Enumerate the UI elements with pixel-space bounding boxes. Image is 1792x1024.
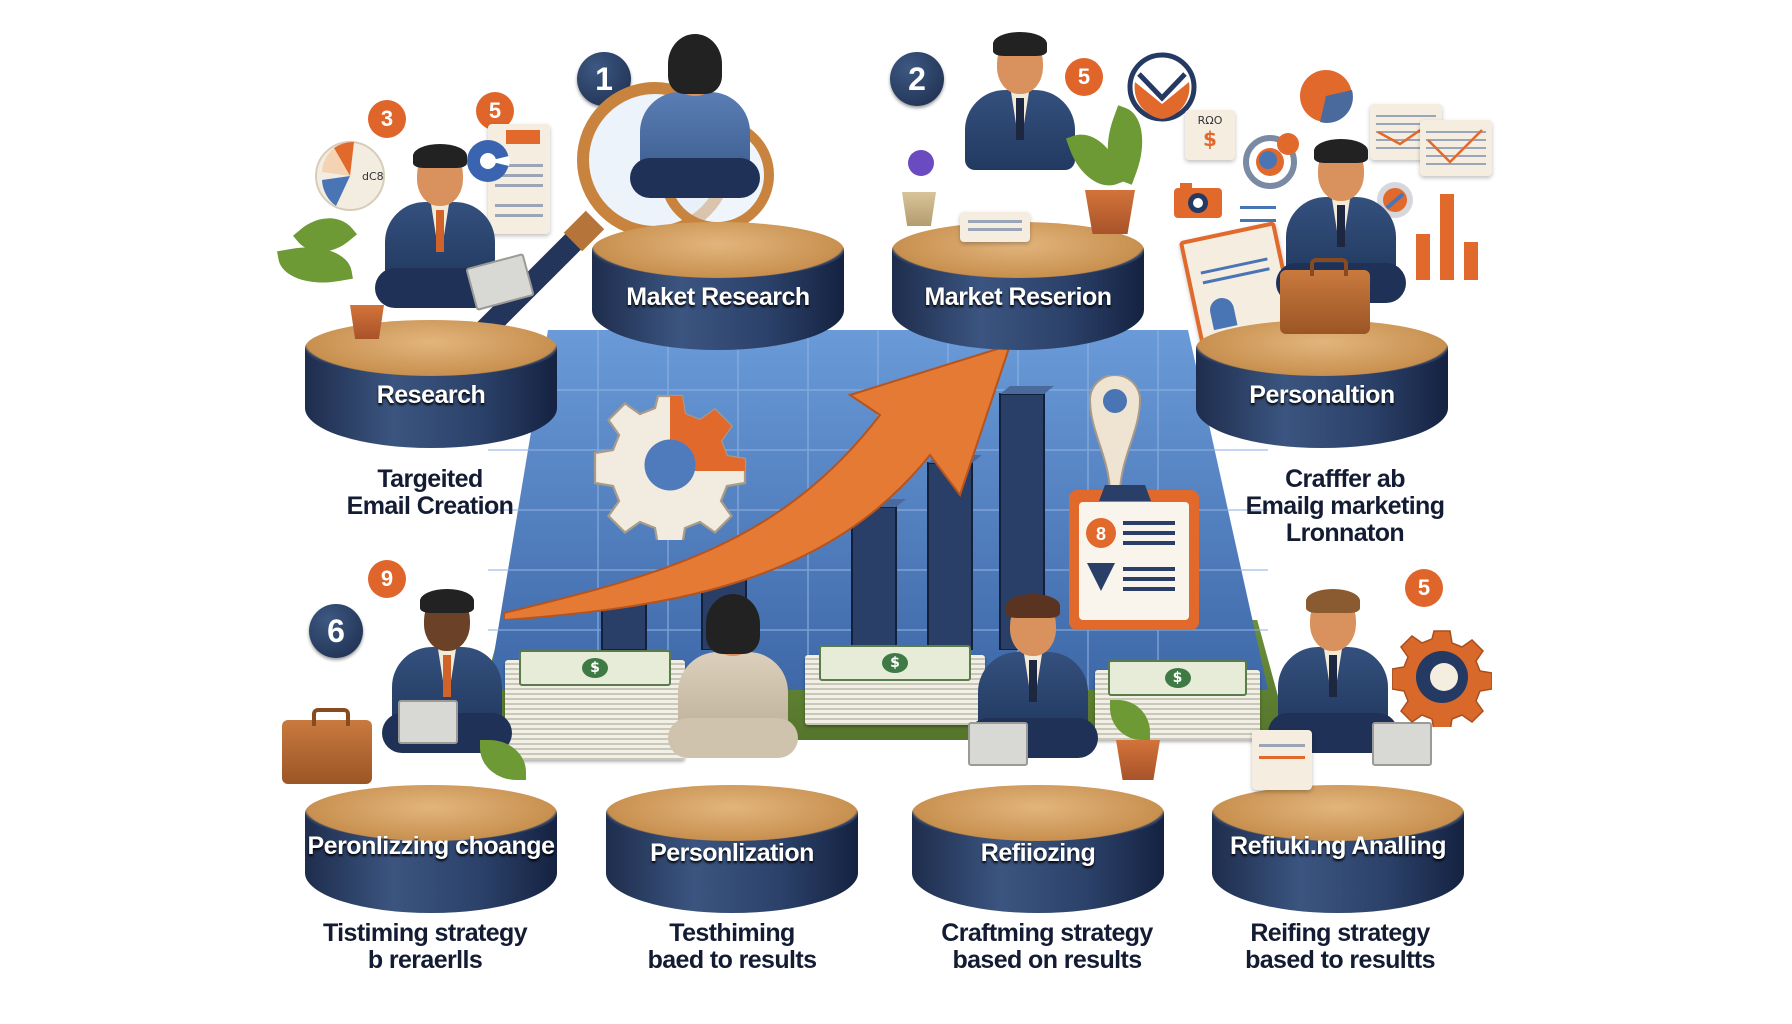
caption-craftming-strategy: Craftming strategy based on results xyxy=(941,919,1153,974)
caption-testhiming: Testhiming baed to results xyxy=(647,919,817,974)
small-badge-5: 5 xyxy=(1065,58,1103,96)
gear-icon xyxy=(593,394,747,540)
email-envelope-icon xyxy=(1127,52,1197,122)
caption-reifing-strategy: Reifing strategy based to resultts xyxy=(1245,919,1435,974)
document-icon xyxy=(1252,730,1312,790)
cash-stack-icon: $ xyxy=(805,645,985,725)
svg-text:dC8: dC8 xyxy=(362,170,384,183)
camera-icon xyxy=(1174,183,1222,218)
station-personaltion[interactable]: Personaltion xyxy=(1196,320,1448,470)
station-label: Peronlizzing choange xyxy=(307,832,555,860)
tool-badge-icon xyxy=(1377,182,1413,218)
growth-arrow-icon xyxy=(503,345,1012,620)
small-badge-5: 5 xyxy=(476,92,514,130)
document-icon xyxy=(960,212,1030,242)
pie-chart-icon xyxy=(1300,70,1353,123)
lines-icon xyxy=(1240,206,1276,222)
step-badge-6: 6 xyxy=(309,604,363,658)
station-peronlizzing-choange[interactable]: Peronlizzing choange xyxy=(305,785,557,935)
caption-targeted-email-creation: Targeited Email Creation xyxy=(346,465,514,520)
station-refiuking-analling[interactable]: Refiuki.ng Analling xyxy=(1212,785,1464,935)
pie-chart-icon: dC8 xyxy=(315,141,385,211)
clipboard-icon: 8 xyxy=(1069,375,1199,630)
person-market-reserion xyxy=(955,32,1085,208)
laptop-icon xyxy=(398,700,458,744)
station-label: Refiiozing xyxy=(980,839,1096,867)
station-label: Personlization xyxy=(650,839,814,867)
station-label: Market Reserion xyxy=(924,283,1112,311)
station-label: Personaltion xyxy=(1249,381,1395,409)
caption-crafffer-email-marketing: Crafffer ab Emailg marketing Lronnaton xyxy=(1245,465,1445,547)
station-market-reserion[interactable]: Market Reserion xyxy=(892,222,1144,372)
caption-tistiming-strategy: Tistiming strategy b reraerlls xyxy=(322,919,528,974)
badge-8-text: 8 xyxy=(1096,524,1106,544)
station-research[interactable]: Research xyxy=(305,320,557,470)
small-badge-9: 9 xyxy=(368,560,406,598)
line-chart-document-icon xyxy=(1420,120,1492,176)
cash-stack-icon: $ xyxy=(505,650,685,760)
station-label: Refiuki.ng Analling xyxy=(1230,832,1446,860)
small-badge-5: 5 xyxy=(1405,569,1443,607)
station-refiiozing[interactable]: Refiiozing xyxy=(912,785,1164,935)
target-chart-icon xyxy=(1243,133,1299,189)
station-label: Research xyxy=(376,381,486,409)
small-badge-3: 3 xyxy=(368,100,406,138)
briefcase-icon xyxy=(282,708,372,784)
person-personlization xyxy=(668,594,798,770)
roi-card: RΩO$ xyxy=(1185,110,1235,160)
step-badge-2: 2 xyxy=(890,52,944,106)
briefcase-icon xyxy=(1280,258,1370,334)
donut-chart-icon xyxy=(467,140,510,182)
laptop-icon xyxy=(1372,722,1432,766)
bar-chart-icon xyxy=(1416,194,1478,280)
station-label: Maket Research xyxy=(626,283,810,311)
station-personlization[interactable]: Personlization xyxy=(606,785,858,935)
person-market-researcher xyxy=(630,34,760,210)
cash-stack-icon: $ xyxy=(1095,660,1260,740)
gear-icon xyxy=(1392,630,1492,727)
station-market-research[interactable]: Maket Research xyxy=(592,222,844,372)
laptop-icon xyxy=(968,722,1028,766)
